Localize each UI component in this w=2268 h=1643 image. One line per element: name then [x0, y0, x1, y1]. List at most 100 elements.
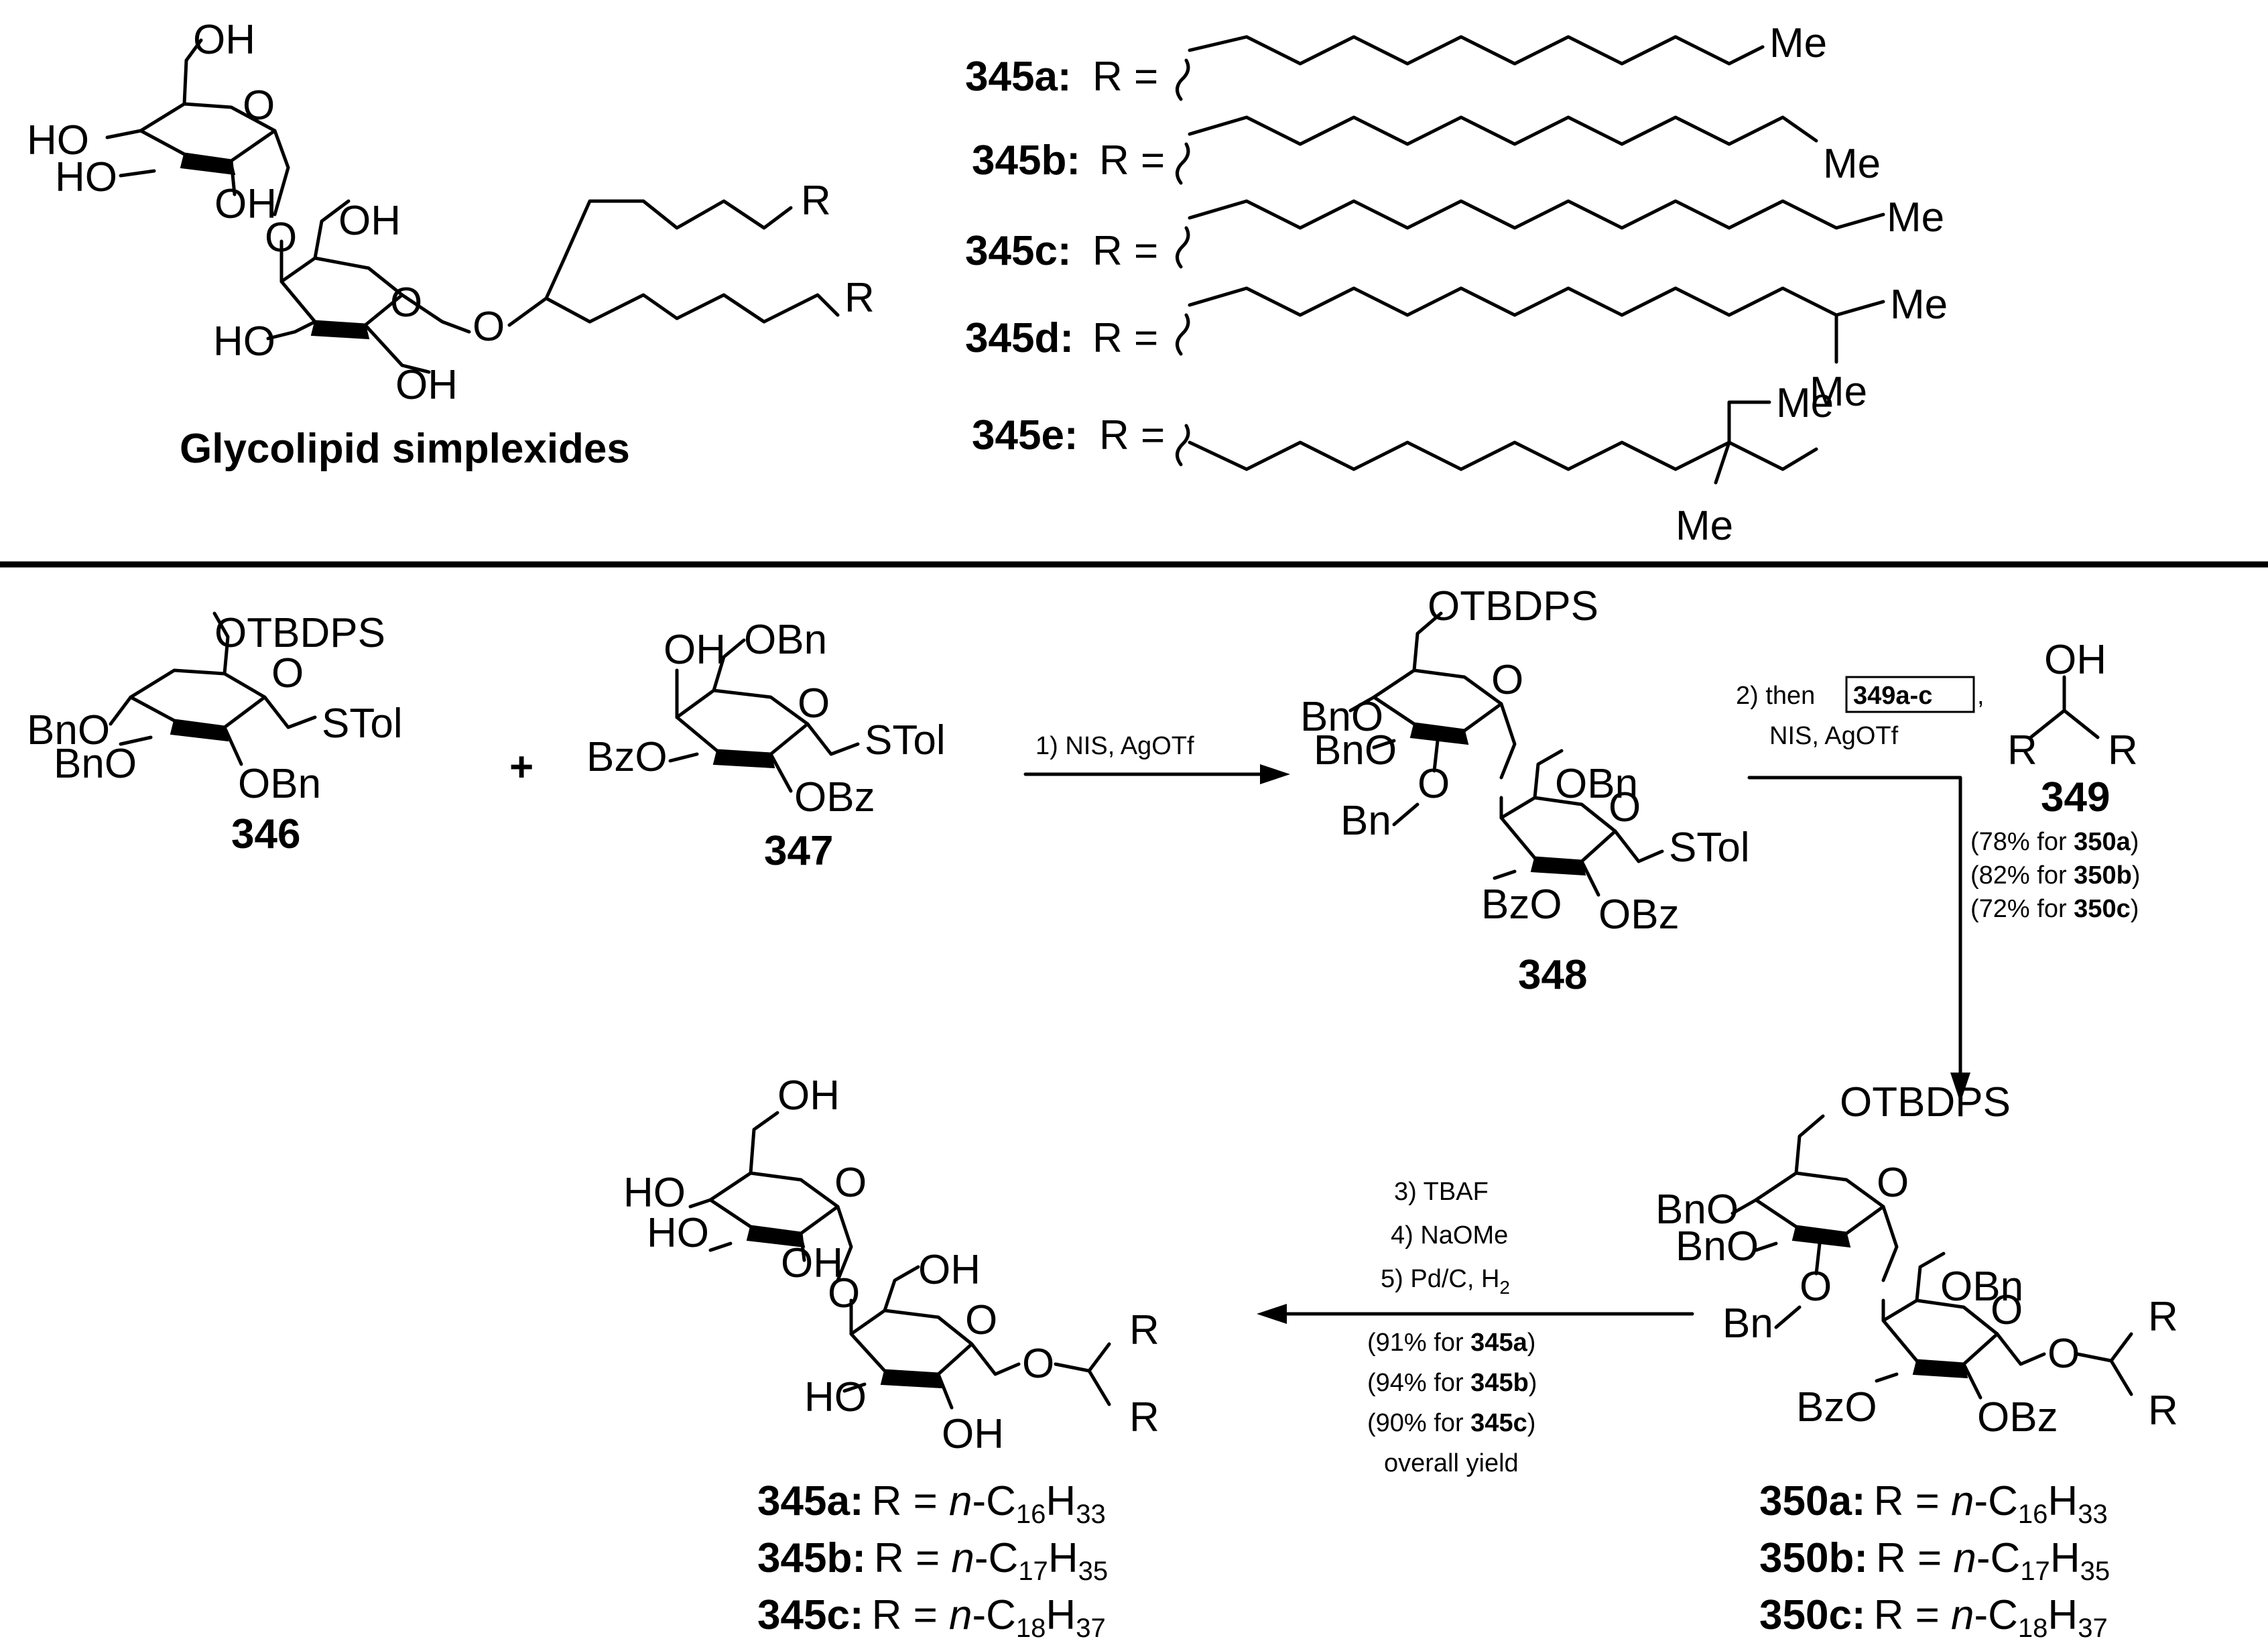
- r-group-prefix: R =: [1099, 412, 1165, 459]
- compound-347-structure: [668, 638, 860, 793]
- c350-label: O: [1991, 1287, 2023, 1333]
- c345-label: OH: [942, 1411, 1004, 1457]
- step-2-conditions: NIS, AgOTf: [1769, 722, 1899, 750]
- r-group-prefix: R =: [1092, 228, 1158, 274]
- glyco-label: O: [390, 280, 422, 326]
- c347-label: BzO: [586, 734, 668, 780]
- yield-350: (72% for 350c): [1970, 895, 2139, 923]
- c349-label: R: [2007, 727, 2037, 774]
- glyco-label: O: [243, 82, 275, 129]
- c345-label: R: [1129, 1307, 1159, 1353]
- formula-345: 345b:R = n-C17H35: [757, 1535, 1108, 1586]
- c350-label: Bn: [1722, 1300, 1773, 1347]
- c345-label: OH: [777, 1073, 840, 1119]
- formula-345: 345c:R = n-C18H37: [757, 1592, 1106, 1643]
- c346-label: BnO: [54, 741, 137, 787]
- compound-349-structure: [2029, 675, 2100, 739]
- c350-label: R: [2148, 1388, 2178, 1434]
- compound-348-structure: [1348, 611, 1664, 897]
- formula-345: 345a:R = n-C16H33: [757, 1478, 1106, 1529]
- c348-label: STol: [1669, 825, 1750, 871]
- r-group-prefix: R =: [1092, 54, 1158, 100]
- c347-label: O: [798, 680, 830, 727]
- c350-label: BnO: [1676, 1223, 1759, 1270]
- r-group-id: 345c:: [965, 228, 1072, 274]
- formula-350: 350a:R = n-C16H33: [1759, 1478, 2108, 1529]
- r-group-id: 345e:: [972, 412, 1078, 459]
- c345-label: OH: [918, 1247, 981, 1293]
- glyco-label: HO: [55, 154, 117, 200]
- c345-label: OH: [781, 1240, 843, 1286]
- step-4-conditions: 4) NaOMe: [1391, 1221, 1508, 1250]
- c349-label: R: [2108, 727, 2138, 774]
- glyco-label: HO: [27, 117, 89, 164]
- compound-350-structure: [1730, 1114, 2133, 1400]
- c350-label: OBn: [1940, 1264, 2023, 1310]
- glyco-label: HO: [213, 318, 275, 365]
- yield-345: (91% for 345a): [1367, 1329, 1535, 1357]
- compound-346-structure: [109, 611, 317, 766]
- c348-label: OBn: [1555, 761, 1638, 807]
- reaction-arrow-2: [1747, 776, 1962, 1075]
- c345-label: HO: [647, 1210, 709, 1256]
- chain-end: Me: [1776, 380, 1834, 426]
- c349-label: OH: [2044, 637, 2106, 683]
- step-1-conditions: 1) NIS, AgOTf: [1035, 732, 1194, 760]
- c346-label: BnO: [27, 707, 110, 753]
- glyco-label: R: [801, 178, 831, 224]
- chain-branch: Me: [1676, 503, 1733, 549]
- formula-350: 350c:R = n-C18H37: [1759, 1592, 2108, 1643]
- c350-label: BzO: [1796, 1384, 1877, 1431]
- c348-label: BnO: [1300, 694, 1383, 740]
- glyco-label: OH: [395, 362, 458, 408]
- c345-label: O: [965, 1297, 997, 1343]
- c348-label: O: [1609, 784, 1641, 831]
- c350-label: R: [2148, 1294, 2178, 1340]
- c348-label: OTBDPS: [1428, 583, 1598, 629]
- yield-345: (90% for 345c): [1367, 1409, 1535, 1437]
- c348-label: Bn: [1340, 798, 1391, 844]
- yield-350: (78% for 350a): [1970, 828, 2139, 856]
- yield-345: (94% for 345b): [1367, 1369, 1537, 1397]
- c346-label: O: [271, 650, 304, 696]
- c348-label: BnO: [1314, 727, 1397, 774]
- compound-id-347: 347: [764, 828, 833, 874]
- c346-label: OBn: [238, 761, 321, 807]
- c348-label: O: [1418, 761, 1450, 807]
- c350-label: O: [1800, 1264, 1832, 1310]
- reagent-box: [1845, 676, 1975, 713]
- c345-label: O: [828, 1270, 860, 1317]
- r-group-id: 345b:: [972, 137, 1080, 184]
- arrowhead-1: [1260, 764, 1290, 784]
- glycolipid-structure: [105, 38, 840, 374]
- c350-label: BnO: [1655, 1186, 1739, 1233]
- glycolipid-title: Glycolipid simplexides: [180, 426, 630, 472]
- formula-350: 350b:R = n-C17H35: [1759, 1535, 2110, 1586]
- step-2-reagent: 349a-c: [1853, 682, 1932, 710]
- c350-label: OBz: [1977, 1394, 2058, 1441]
- glyco-label: R: [844, 275, 875, 321]
- c350-label: O: [2048, 1331, 2080, 1377]
- c345-label: O: [1022, 1341, 1054, 1387]
- compound-345-structure: [688, 1111, 1111, 1410]
- chain-end: Me: [1887, 194, 1944, 241]
- r-group-id: 345a:: [965, 54, 1072, 100]
- r-group-chains: [1176, 35, 1885, 485]
- c345-label: HO: [804, 1374, 867, 1420]
- c347-label: OH: [664, 627, 726, 673]
- c348-label: O: [1491, 657, 1523, 703]
- r-group-id: 345d:: [965, 315, 1074, 361]
- glyco-label: OH: [338, 198, 401, 244]
- glyco-label: O: [265, 215, 297, 261]
- c346-label: STol: [322, 701, 403, 747]
- arrowhead-2: [1950, 1073, 1970, 1103]
- r-group-prefix: R =: [1092, 315, 1158, 361]
- chain-branch: Me: [1810, 369, 1867, 415]
- c347-label: OBz: [794, 774, 875, 820]
- c345-label: HO: [623, 1170, 686, 1216]
- c347-label: STol: [865, 717, 946, 764]
- c347-label: OBn: [744, 617, 827, 663]
- glyco-label: OH: [214, 181, 277, 227]
- step-3-conditions: 3) TBAF: [1394, 1178, 1489, 1206]
- c350-label: O: [1877, 1160, 1909, 1206]
